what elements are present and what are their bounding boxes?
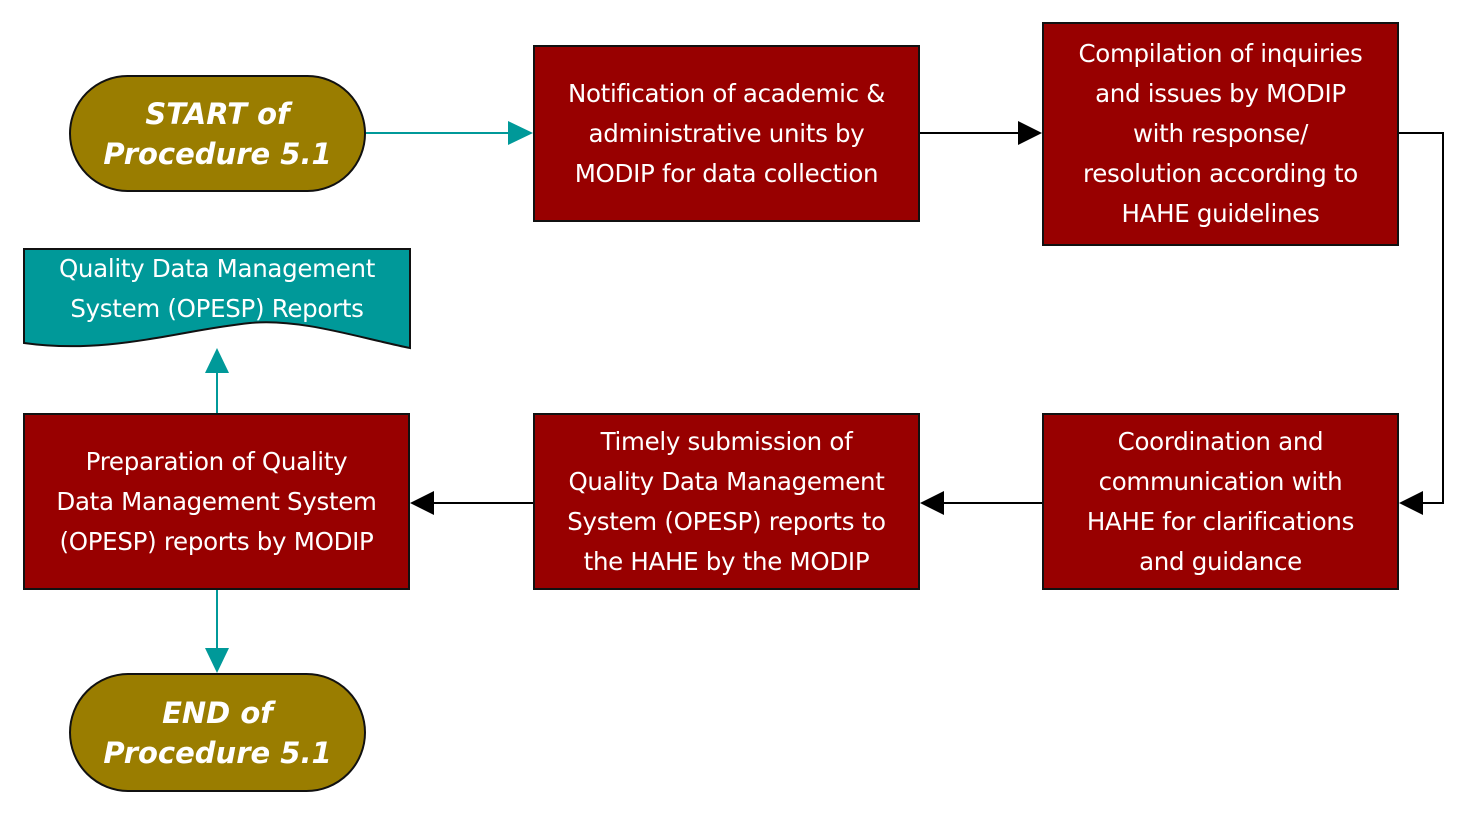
edge-preparation-to-reports xyxy=(205,348,229,413)
notification-label: Notification of academic & administrativ… xyxy=(567,78,886,188)
edge-submission-to-preparation xyxy=(410,491,533,515)
process-preparation: Preparation of Quality Data Management S… xyxy=(23,413,410,590)
reports-label: Quality Data Management System (OPESP) R… xyxy=(58,254,376,323)
submission-label: Timely submission of Quality Data Manage… xyxy=(567,426,886,576)
end-terminator: END of Procedure 5.1 xyxy=(69,673,366,792)
edge-preparation-to-end xyxy=(205,590,229,673)
edge-coordination-to-submission xyxy=(920,491,1042,515)
process-compilation: Compilation of inquiries and issues by M… xyxy=(1042,22,1399,246)
compilation-label: Compilation of inquiries and issues by M… xyxy=(1078,39,1363,228)
document-shape-reports xyxy=(23,248,411,350)
process-submission: Timely submission of Quality Data Manage… xyxy=(533,413,920,590)
edge-start-to-notification xyxy=(366,121,533,145)
start-label: START of Procedure 5.1 xyxy=(103,96,332,171)
preparation-label: Preparation of Quality Data Management S… xyxy=(56,446,377,556)
end-label: END of Procedure 5.1 xyxy=(103,695,332,770)
process-coordination: Coordination and communication with HAHE… xyxy=(1042,413,1399,590)
edge-notification-to-compilation xyxy=(920,121,1042,145)
document-reports: Quality Data Management System (OPESP) R… xyxy=(24,249,410,329)
start-terminator: START of Procedure 5.1 xyxy=(69,75,366,192)
coordination-label: Coordination and communication with HAHE… xyxy=(1086,426,1355,576)
edge-compilation-to-coordination xyxy=(1399,132,1444,515)
process-notification: Notification of academic & administrativ… xyxy=(533,45,920,222)
